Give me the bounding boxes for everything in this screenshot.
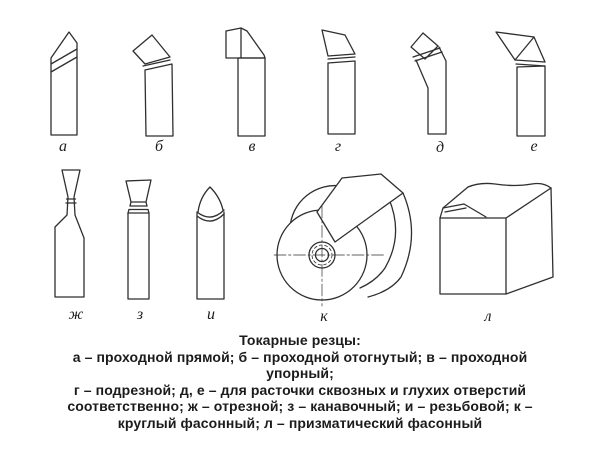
figure-label-zh: ж: [68, 306, 84, 323]
caption-line-2: упорный;: [266, 365, 334, 381]
figure-d-boring-cutter-through: [410, 32, 447, 135]
figure-label-b: б: [154, 138, 164, 155]
figure-label-a: а: [59, 138, 67, 155]
figure-label-e: е: [530, 138, 538, 155]
caption-line-4: соответственно; ж – отрезной; з – канаво…: [67, 398, 533, 414]
figure-z-grooving-cutter: [125, 179, 152, 300]
figure-label-i: и: [207, 306, 215, 323]
figure-k-round-form-cutter: [273, 173, 413, 307]
figure-label-k: к: [320, 308, 328, 325]
figure-a-straight-passing-cutter: [50, 31, 78, 136]
figure-e-boring-cutter-blind: [495, 31, 546, 137]
caption-title: Токарные резцы:: [239, 332, 361, 348]
figure-label-z: з: [136, 306, 144, 323]
figure-v-thrust-passing-cutter: [225, 27, 266, 137]
caption-line-3: г – подрезной; д, е – для расточки сквоз…: [73, 381, 527, 398]
caption: Токарные резцы: а – проходной прямой; б …: [0, 332, 600, 431]
figure-i-threading-cutter: [196, 186, 225, 300]
figure-label-v: в: [248, 138, 256, 155]
figure-label-d: д: [435, 139, 445, 156]
figure-g-facing-cutter: [321, 29, 356, 135]
figure-label-l: л: [484, 308, 492, 325]
figure-b-bent-passing-cutter: [132, 34, 174, 137]
caption-line-1: а – проходной прямой; б – проходной отог…: [72, 348, 528, 365]
figure-label-g: г: [334, 138, 342, 155]
figure-l-prismatic-form-cutter: [439, 182, 554, 295]
caption-line-5: круглый фасонный; л – призматический фас…: [117, 414, 483, 431]
figure-zh-cutting-off-cutter: [54, 169, 85, 298]
